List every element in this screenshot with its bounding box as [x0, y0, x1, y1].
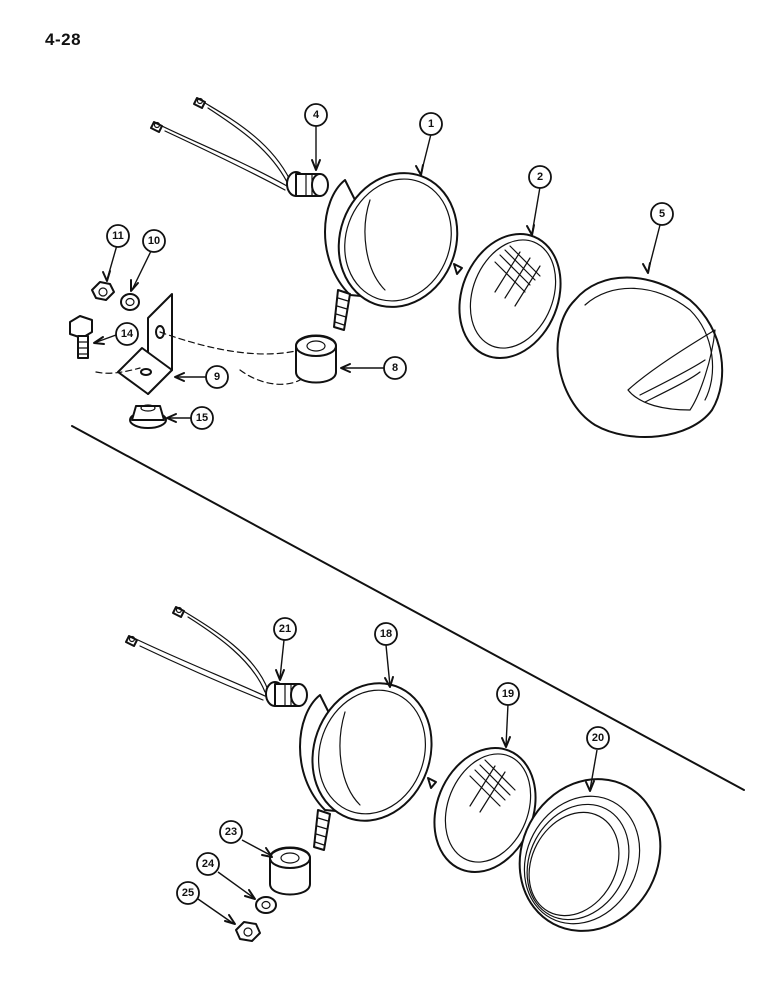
- upper-lamp-visor: [556, 276, 724, 438]
- lower-lamp-socket: [265, 681, 308, 707]
- callout-4: 4: [304, 103, 328, 127]
- callout-18: 18: [374, 622, 398, 646]
- upper-lock-washer: [120, 293, 140, 311]
- svg-text:21: 21: [279, 623, 291, 635]
- svg-text:24: 24: [202, 858, 215, 870]
- callout-23: 23: [219, 820, 243, 844]
- leader-lines: [93, 126, 661, 925]
- svg-text:25: 25: [182, 887, 194, 899]
- callout-2: 2: [528, 165, 552, 189]
- section-divider-line: [71, 425, 745, 791]
- svg-text:15: 15: [196, 412, 208, 424]
- svg-text:5: 5: [659, 208, 665, 220]
- upper-wiring-harness: [150, 97, 291, 191]
- svg-text:11: 11: [112, 230, 124, 242]
- callout-9: 9: [205, 365, 229, 389]
- upper-sealed-beam-lens: [453, 232, 562, 360]
- svg-text:2: 2: [537, 171, 543, 183]
- callout-14: 14: [115, 322, 139, 346]
- lower-sealed-beam-lens: [427, 746, 537, 874]
- callout-1: 1: [419, 112, 443, 136]
- upper-flange-nut: [129, 404, 167, 429]
- svg-text:18: 18: [380, 628, 392, 640]
- upper-hex-nut: [91, 281, 115, 301]
- svg-text:8: 8: [392, 362, 398, 374]
- callout-20: 20: [586, 726, 610, 750]
- lower-retaining-ring: [518, 778, 662, 932]
- callout-15: 15: [190, 406, 214, 430]
- page-number: 4-28: [45, 30, 82, 49]
- svg-text:19: 19: [502, 688, 514, 700]
- callout-19: 19: [496, 682, 520, 706]
- upper-spacer: [295, 334, 337, 384]
- callout-25: 25: [176, 881, 200, 905]
- svg-text:4: 4: [313, 109, 320, 121]
- svg-text:10: 10: [148, 235, 160, 247]
- upper-lamp-housing: [324, 172, 459, 331]
- callout-8: 8: [383, 356, 407, 380]
- lower-lamp-housing: [299, 682, 433, 851]
- callout-11: 11: [106, 224, 130, 248]
- upper-mounting-bracket: [95, 293, 301, 395]
- callout-10: 10: [142, 229, 166, 253]
- lower-spacer: [269, 846, 311, 896]
- callout-24: 24: [196, 852, 220, 876]
- svg-text:20: 20: [592, 732, 604, 744]
- svg-text:23: 23: [225, 826, 237, 838]
- callout-5: 5: [650, 202, 674, 226]
- upper-lamp-socket: [286, 171, 329, 197]
- lower-hex-nut: [235, 921, 261, 942]
- callout-21: 21: [273, 617, 297, 641]
- svg-text:1: 1: [428, 118, 434, 130]
- lower-lock-washer: [255, 896, 277, 914]
- svg-text:9: 9: [214, 371, 220, 383]
- upper-bolt: [69, 315, 93, 359]
- svg-text:14: 14: [121, 328, 134, 340]
- lower-wiring-harness: [125, 606, 269, 701]
